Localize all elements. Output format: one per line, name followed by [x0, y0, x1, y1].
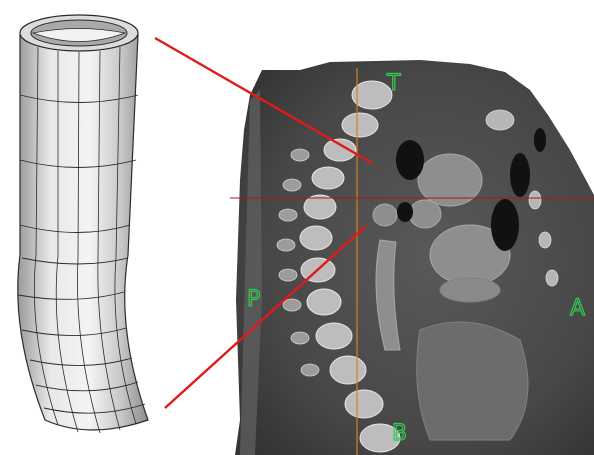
- orientation-label-bottom: B: [392, 421, 407, 446]
- ct-scan-image: [230, 55, 594, 455]
- orientation-label-anterior: A: [570, 296, 585, 321]
- mesh-tube-icon: [18, 15, 148, 433]
- orientation-label-posterior: P: [247, 287, 260, 312]
- orientation-label-top: T: [386, 71, 401, 96]
